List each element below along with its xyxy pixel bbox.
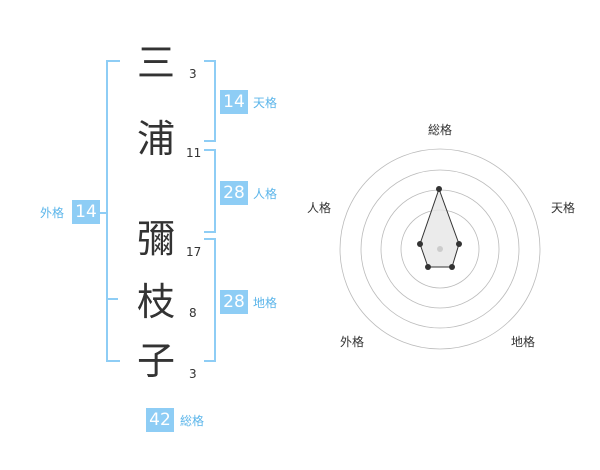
gaikaku-connector (100, 212, 106, 214)
jinkaku-label: 人格 (253, 187, 278, 201)
name-char-1: 三 (137, 41, 176, 85)
name-char-3: 彌 (137, 217, 176, 261)
radar-point-tenkaku (456, 241, 462, 247)
gaikaku-badge: 14 (72, 200, 100, 224)
gaikaku-bracket (106, 60, 120, 362)
gaikaku-bracket-tick (106, 298, 118, 300)
jinkaku-bracket (204, 149, 216, 233)
name-char-5: 子 (137, 339, 176, 383)
name-char-2: 浦 (137, 117, 176, 161)
radar-point-gaikaku (425, 264, 431, 270)
stroke-count-4: 8 (189, 306, 197, 320)
radar-point-soukaku (436, 186, 442, 192)
stroke-count-3: 17 (186, 245, 202, 259)
stroke-count-2: 11 (186, 146, 202, 160)
name-char-4: 枝 (137, 280, 176, 324)
stroke-count-1: 3 (189, 67, 197, 81)
radar-label-jinkaku: 人格 (307, 201, 332, 215)
tenkaku-label: 天格 (253, 96, 278, 110)
jinkaku-badge: 28 (220, 181, 248, 205)
tenkaku-badge: 14 (220, 90, 248, 114)
radar-label-soukaku: 総格 (428, 123, 453, 137)
chikaku-badge: 28 (220, 290, 248, 314)
chikaku-label: 地格 (253, 296, 278, 310)
chikaku-bracket (204, 238, 216, 362)
radar-ring-3 (360, 169, 520, 329)
radar-point-chikaku (449, 264, 455, 270)
soukaku-badge: 42 (146, 408, 174, 432)
stroke-count-5: 3 (189, 367, 197, 381)
radar-polygon (419, 187, 460, 268)
radar-label-tenkaku: 天格 (551, 201, 576, 215)
gaikaku-label: 外格 (40, 206, 65, 220)
radar-ring-4 (339, 148, 541, 350)
radar-center-dot (437, 246, 443, 252)
radar-point-jinkaku (417, 241, 423, 247)
soukaku-label: 総格 (180, 414, 205, 428)
tenkaku-bracket (204, 60, 216, 142)
radar-label-gaikaku: 外格 (340, 335, 365, 349)
radar-label-chikaku: 地格 (511, 335, 536, 349)
